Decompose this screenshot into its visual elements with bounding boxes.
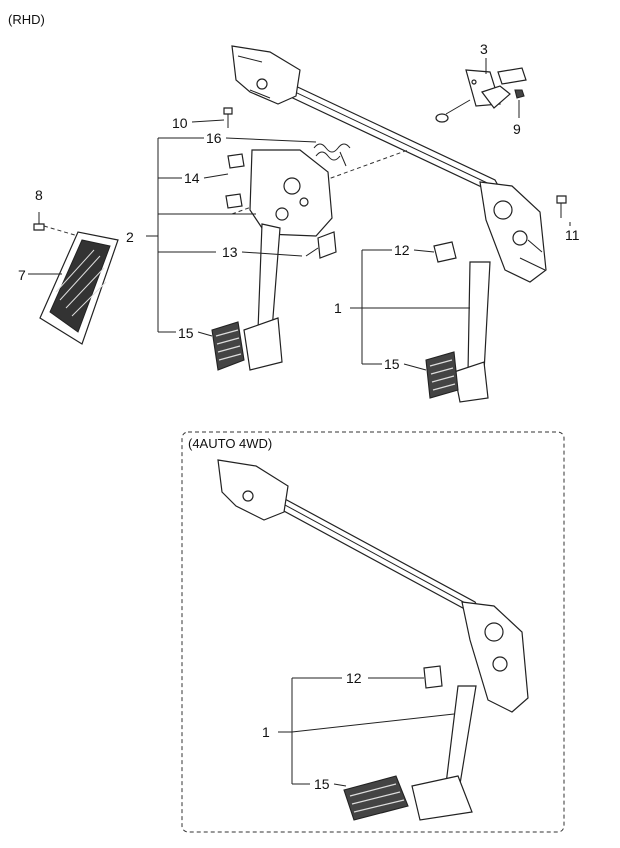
svg-text:7: 7 bbox=[18, 267, 26, 283]
switch-part-13 bbox=[305, 231, 337, 259]
pedal-support-tube bbox=[231, 45, 547, 283]
svg-text:15: 15 bbox=[314, 776, 330, 792]
svg-text:12: 12 bbox=[346, 670, 362, 686]
nut-part-9 bbox=[514, 89, 525, 99]
variant-callout-1-bracket: 1 bbox=[262, 677, 455, 785]
variant-pedal-support-tube bbox=[217, 459, 529, 713]
variant-frame bbox=[181, 431, 565, 833]
svg-text:10: 10 bbox=[172, 115, 188, 131]
bolt-part-11 bbox=[556, 195, 567, 218]
svg-text:9: 9 bbox=[513, 121, 521, 137]
pedal-pad-part-15-right bbox=[425, 351, 459, 399]
spring-part-16 bbox=[313, 143, 351, 167]
switch-part-14 bbox=[225, 153, 245, 209]
caption-rhd: (RHD) bbox=[8, 12, 45, 27]
svg-text:16: 16 bbox=[206, 130, 222, 146]
variant-stop-switch bbox=[423, 665, 443, 689]
stop-switch-part-12 bbox=[433, 241, 457, 263]
accelerator-pad-part-7 bbox=[39, 231, 119, 345]
callout-1-bracket: 1 bbox=[334, 249, 470, 365]
clutch-pedal-assembly bbox=[243, 149, 333, 371]
variant-pedal-pad bbox=[343, 775, 409, 821]
brake-pedal-part-1 bbox=[453, 261, 491, 403]
callout-12: 12 bbox=[394, 242, 435, 258]
svg-text:8: 8 bbox=[35, 187, 43, 203]
svg-text:13: 13 bbox=[222, 244, 238, 260]
bolt-part-10 bbox=[223, 107, 233, 128]
guide-line-b bbox=[43, 225, 79, 237]
callout-8: 8 bbox=[35, 187, 43, 203]
callout-15-right: 15 bbox=[384, 356, 427, 372]
caption-4auto-4wd: (4AUTO 4WD) bbox=[188, 436, 272, 451]
callout-9: 9 bbox=[513, 100, 521, 137]
callout-13: 13 bbox=[222, 244, 303, 260]
svg-text:3: 3 bbox=[480, 41, 488, 57]
callout-10: 10 bbox=[172, 115, 225, 131]
svg-text:14: 14 bbox=[184, 170, 200, 186]
svg-text:12: 12 bbox=[394, 242, 410, 258]
callout-11: 11 bbox=[565, 222, 580, 243]
callout-14: 14 bbox=[184, 170, 229, 186]
callout-15-left: 15 bbox=[178, 325, 213, 341]
svg-text:11: 11 bbox=[565, 227, 580, 243]
svg-text:15: 15 bbox=[178, 325, 194, 341]
variant-callout-12: 12 bbox=[346, 670, 424, 686]
variant-callout-15: 15 bbox=[314, 776, 347, 792]
variant-brake-pedal bbox=[411, 685, 477, 821]
callout-7: 7 bbox=[18, 267, 62, 283]
callout-3: 3 bbox=[480, 41, 488, 74]
pedal-pad-part-15-left bbox=[211, 321, 245, 371]
master-cylinder-part-3 bbox=[435, 67, 527, 123]
svg-text:15: 15 bbox=[384, 356, 400, 372]
callout-2-bracket: 2 bbox=[126, 137, 256, 333]
callout-2: 2 bbox=[126, 229, 134, 245]
callout-1: 1 bbox=[334, 300, 342, 316]
clip-part-8 bbox=[33, 212, 45, 231]
callout-16: 16 bbox=[206, 130, 317, 146]
variant-callout-1: 1 bbox=[262, 724, 270, 740]
